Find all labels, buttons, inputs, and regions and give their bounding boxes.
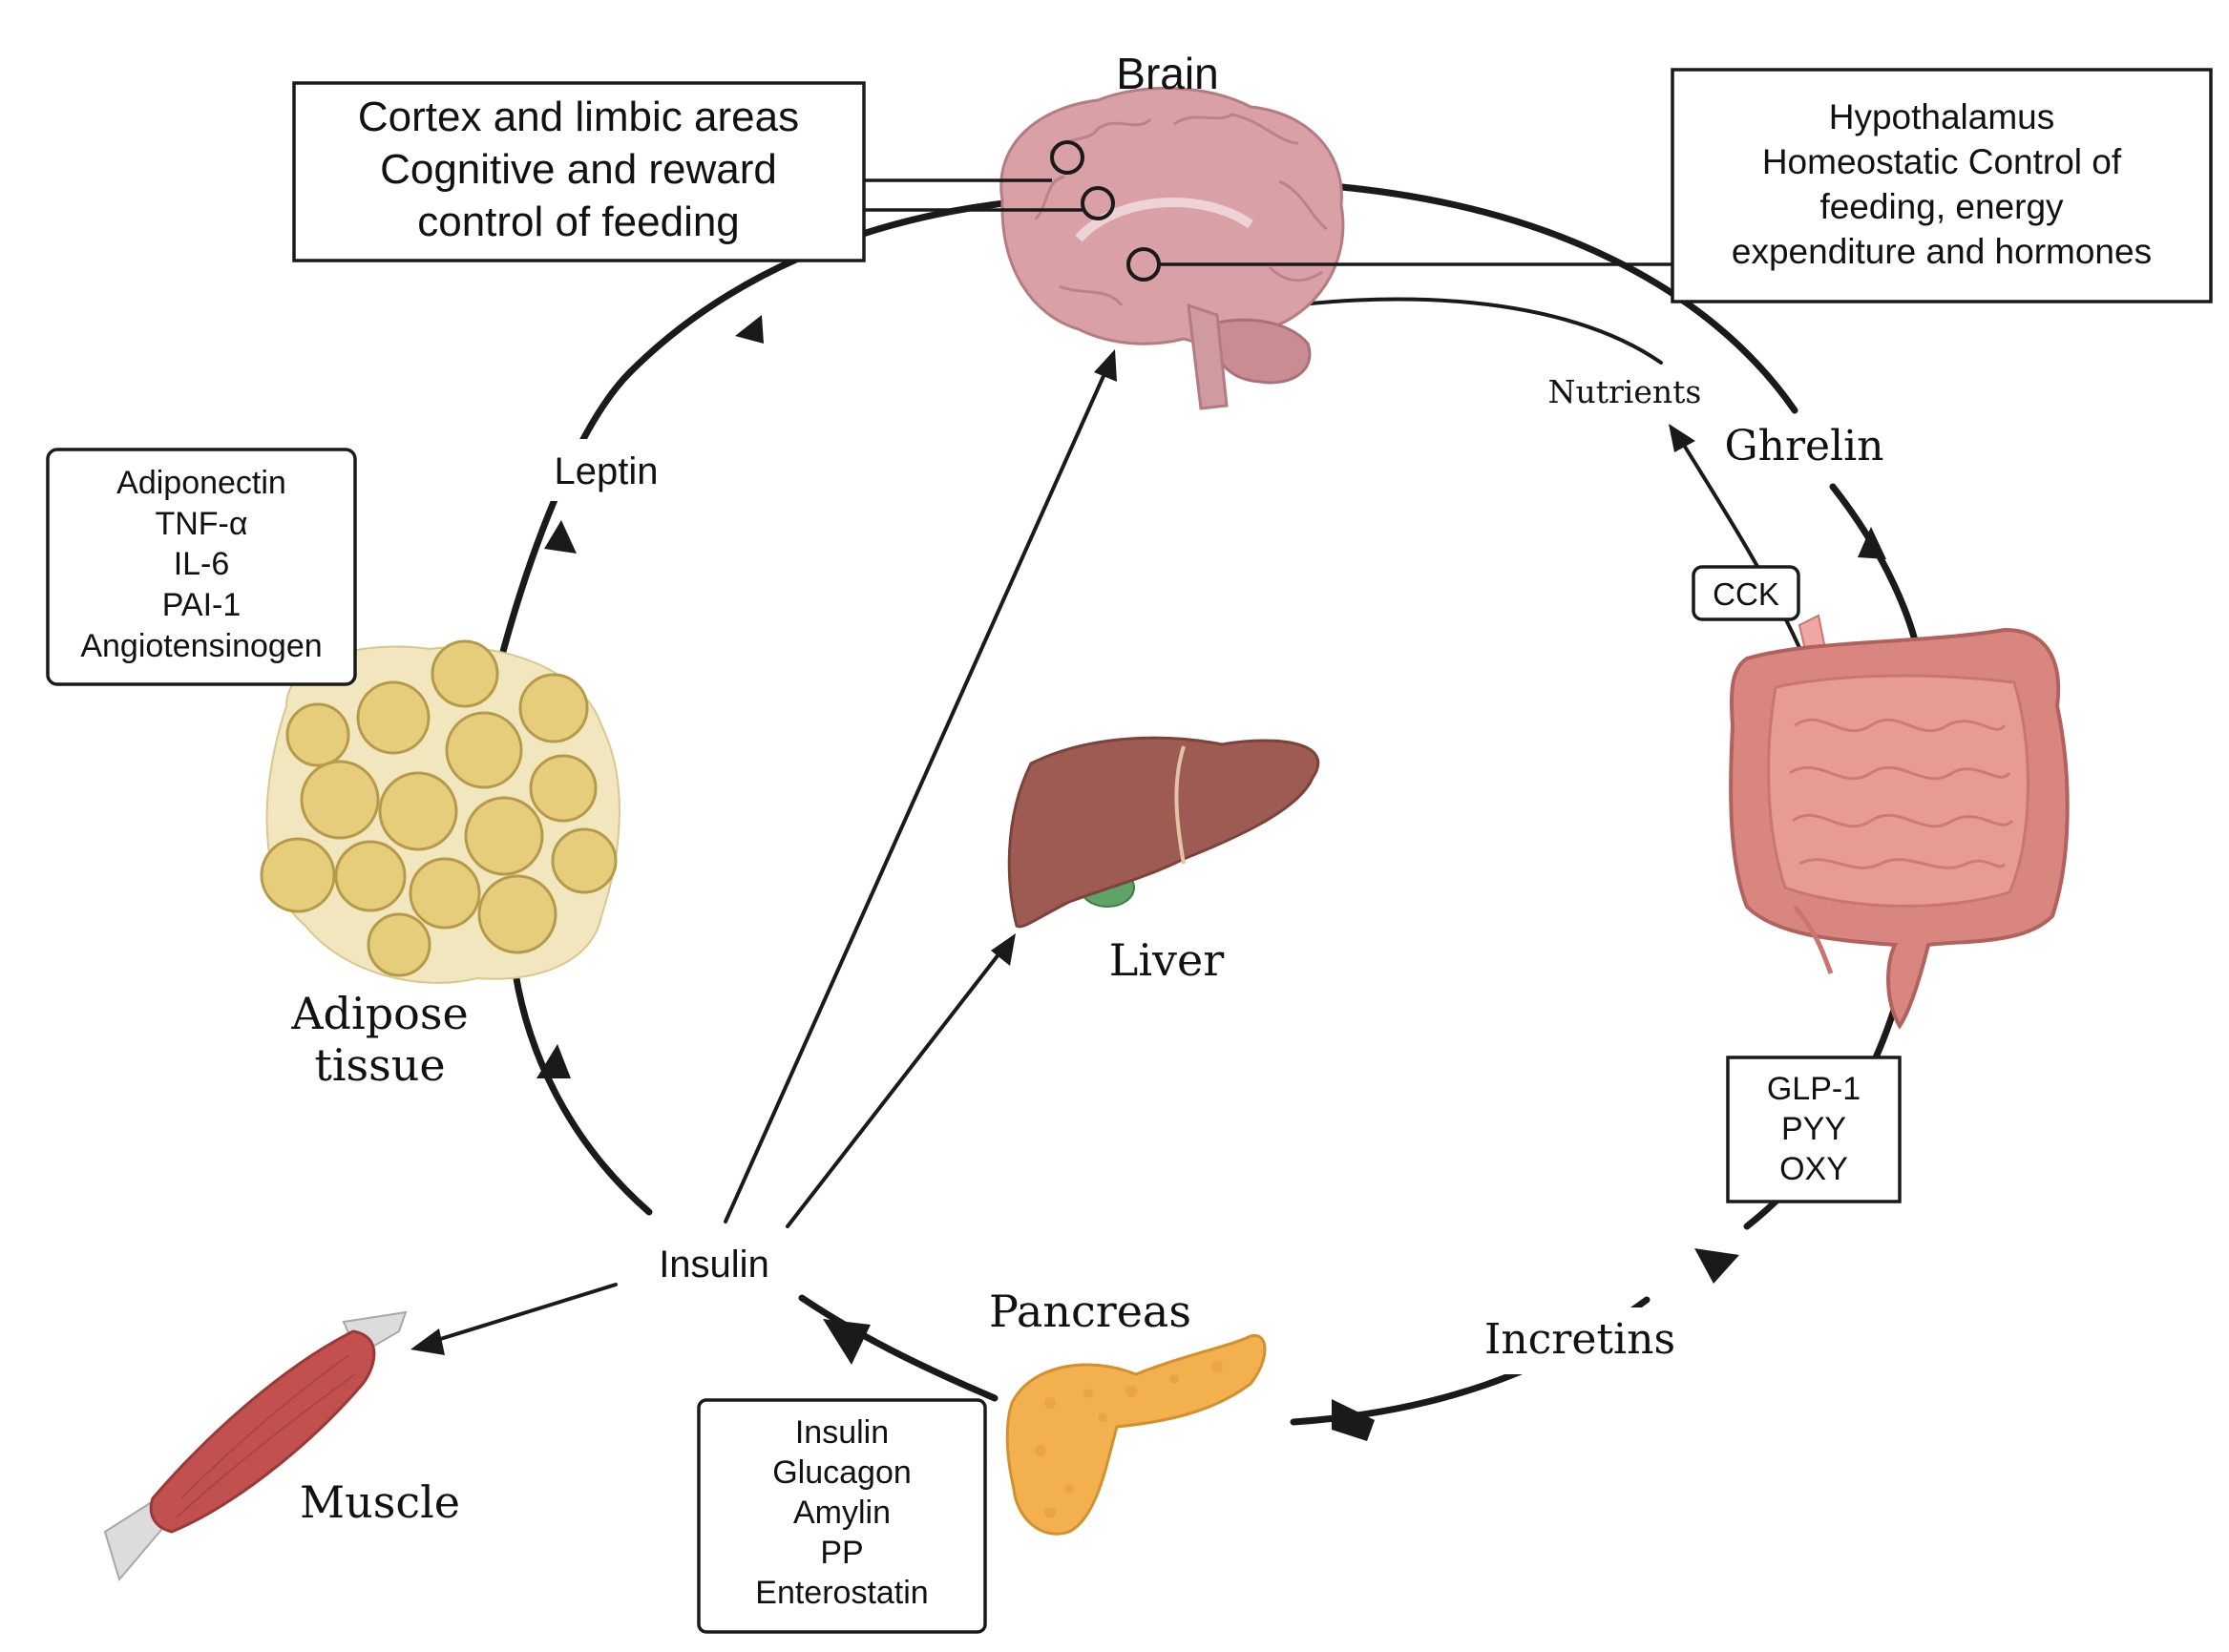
arrowhead-gut-nutrients [1669,424,1695,452]
adipokines-box-line-1: Adiponectin [116,465,286,501]
arrowhead-insulin-muscle [410,1328,445,1355]
pancreatic-hormones-box-line-4: PP [820,1535,863,1571]
liver-shape [1007,736,1320,929]
brain-cerebellum [1210,318,1312,385]
muscle-belly [149,1329,376,1534]
adipose-label-line-1: Adipose [290,988,468,1039]
gut-hormones-box-line-3: OXY [1779,1151,1848,1187]
adipocyte-cells [260,639,618,977]
intestine-folds [1789,718,2014,869]
brain-cerebrum [999,86,1345,345]
hypothalamus-box-line-2: Homeostatic Control of [1762,142,2122,181]
ghrelin-arc-upper [1328,182,1798,414]
cycle-arrowheads [536,315,1886,1441]
arrowhead-leptin-upper [735,315,764,344]
adipokines-box-line-4: PAI-1 [162,587,242,623]
arrowhead-adipose-in [536,1044,571,1078]
small-intestine [1767,674,2029,908]
cck-label: CCK [1713,576,1779,612]
pancreatic-hormones-box-line-5: Enterostatin [755,1575,928,1611]
insulin-label-bg [644,1239,788,1296]
arrowhead-insulin-brain [1094,349,1117,382]
cck-box: CCK [1692,565,1800,621]
cortex-marker-ring [1050,140,1084,175]
gut-hormones-box: GLP-1 PYY OXY [1726,1056,1902,1203]
insulin-to-muscle-line [432,1283,618,1343]
pancreas-shape [1005,1334,1267,1536]
incretins-label-bg [1480,1307,1685,1374]
adipokines-box-frame [46,448,357,686]
pancreatic-hormones-box: Insulin Glucagon Amylin PP Enterostatin [697,1398,987,1634]
pancreatic-hormones-box-line-1: Insulin [795,1414,889,1451]
pancreas-texture [1035,1361,1223,1518]
leptin-label: Leptin [555,450,659,492]
liver-illustration [1007,736,1320,929]
adipose-label-line-2: tissue [314,1039,445,1091]
gut-hormones-box-frame [1726,1056,1902,1203]
insulin-arrows [410,349,1117,1355]
hypothalamus-box-line-3: feeding, energy [1819,187,2064,226]
arrowhead-leptin-lower [544,520,577,554]
cortex-box-line-1: Cortex and limbic areas [358,94,799,140]
adipokines-box-line-2: TNF-α [155,506,247,542]
muscle-illustration [103,1310,408,1582]
insulin-to-adipose-arc [512,970,653,1216]
ghrelin-label: Ghrelin [1724,422,1883,471]
brain-label: Brain [1116,49,1218,98]
liver-label: Liver [1109,934,1224,986]
ghrelin-label-bg [1718,415,1890,477]
nutrients-label: Nutrients [1548,373,1702,410]
muscle-label: Muscle [300,1476,460,1528]
insulin-label: Insulin [659,1244,769,1286]
pancreas-to-insulin-arc [798,1294,999,1402]
gut-hormones-box-line-2: PYY [1781,1111,1846,1147]
brain-stem [1187,303,1229,410]
cck-box-frame [1692,565,1800,621]
appendix [1793,905,1834,974]
cortex-box: Cortex and limbic areas Cognitive and re… [292,81,866,262]
arrowhead-incretins [1694,1248,1739,1284]
limbic-marker-ring [1081,186,1115,220]
liver-ligament [1174,745,1186,865]
adipokines-box-line-5: Angiotensinogen [80,628,322,664]
adipose-illustration [260,639,620,984]
pancreatic-hormones-box-line-3: Amylin [793,1495,891,1531]
pancreatic-hormones-box-frame [697,1398,987,1634]
hypothalamus-box-line-4: expenditure and hormones [1732,232,2152,271]
brain-corpus-callosum [1075,198,1253,242]
arrowhead-insulin-in [823,1319,871,1365]
cortex-box-line-2: Cognitive and reward [380,146,777,193]
hypothalamus-box-frame [1671,68,2213,303]
insulin-to-liver-line [786,948,1004,1228]
leptin-arc [497,368,634,662]
muscle-fibers [176,1354,356,1518]
arrowhead-pancreas-out [1332,1399,1375,1441]
pancreatic-hormones-box-line-2: Glucagon [772,1454,912,1491]
gut-hormones-box-line-1: GLP-1 [1767,1071,1861,1107]
arrowhead-ghrelin [1858,527,1886,559]
hypothalamus-box: Hypothalamus Homeostatic Control of feed… [1671,68,2213,303]
intestine-illustration [1729,614,2070,1030]
leptin-label-bg [544,439,668,501]
brain-illustration [999,86,1345,410]
pancreas-label: Pancreas [989,1286,1191,1337]
pancreas-illustration [1005,1334,1267,1536]
cortex-box-frame [292,81,866,262]
adipokines-box-line-3: IL-6 [174,546,230,582]
gut-to-nutrients-line [1678,437,1806,660]
adipokines-box: Adiponectin TNF-α IL-6 PAI-1 Angiotensin… [46,448,357,686]
hypothalamus-box-line-1: Hypothalamus [1829,97,2055,136]
incretins-label: Incretins [1484,1315,1675,1364]
cortex-box-line-3: control of feeding [417,199,740,245]
arrowhead-insulin-liver [991,933,1016,966]
insulin-to-brain-line [724,366,1109,1223]
